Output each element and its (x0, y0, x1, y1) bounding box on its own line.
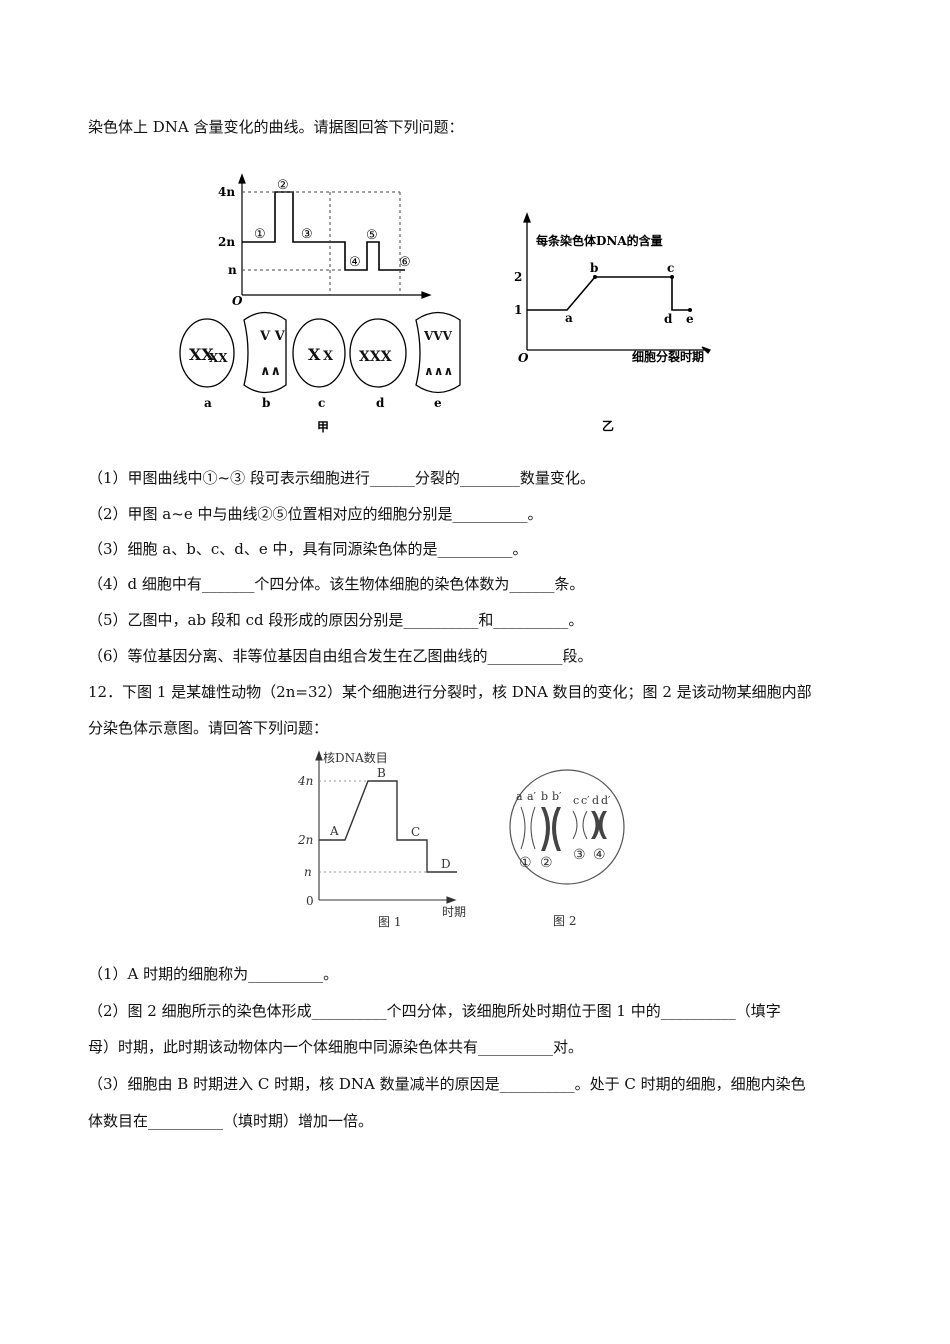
cell-label-d: d (376, 396, 385, 410)
fig1-point-B: B (377, 766, 386, 780)
cell-d (349, 318, 407, 388)
fig2-b-prime: b′ (552, 790, 562, 803)
yi-y-1: 1 (514, 303, 522, 317)
jia-origin: O (232, 294, 243, 308)
svg-text:XX: XX (189, 345, 214, 364)
fig1-y-2n: 2n (297, 833, 313, 847)
fig1-point-C: C (411, 825, 420, 839)
cell-label-c: c (318, 396, 325, 410)
cell-a (179, 318, 235, 388)
fig1-caption: 图 1 (378, 915, 401, 929)
svg-text:V V: V V (259, 329, 286, 344)
jia-y-4n: 4n (218, 185, 235, 199)
jia-mark-3: ③ (301, 227, 313, 242)
fig1-point-D: D (441, 857, 451, 871)
yi-point-c: c (667, 261, 674, 275)
fig2-c: c (573, 794, 579, 807)
fig2-a: a (516, 790, 523, 803)
q11-3: （3）细胞 a、b、c、d、e 中，具有同源染色体的是__________。 (88, 540, 528, 558)
yi-origin: O (518, 351, 529, 365)
cell-label-b: b (262, 396, 270, 410)
fig2-num-2: ② (540, 855, 553, 871)
fig1-point-A: A (329, 824, 339, 838)
fig1-y-n: n (304, 865, 312, 879)
fig2-b: b (541, 790, 548, 803)
cell-e (415, 311, 461, 394)
q12-stem-1: 12．下图 1 是某雄性动物（2n=32）某个细胞进行分裂时，核 DNA 数目的… (88, 683, 812, 701)
jia-y-n: n (228, 263, 237, 277)
q12-2b: 母）时期，此时期该动物体内一个体细胞中同源染色体共有__________对。 (88, 1038, 584, 1056)
fig1-x-title: 时期 (442, 905, 466, 919)
svg-text:VVV: VVV (423, 329, 453, 343)
fig1-y-4n: 4n (297, 774, 313, 788)
cell-label-a: a (204, 396, 212, 410)
q11-2: （2）甲图 a~e 中与曲线②⑤位置相对应的细胞分别是__________。 (88, 505, 543, 523)
fig1-y-title: 核DNA数目 (323, 750, 388, 765)
figure-1: 核DNA数目 4n 2n n 0 A B C D 时期 图 1 (297, 750, 466, 929)
fig2-num-3: ③ (573, 847, 586, 863)
fig2-num-1: ① (519, 855, 532, 871)
jia-caption: 甲 (317, 420, 329, 434)
fig2-d: d (592, 794, 599, 807)
svg-text:∧∧: ∧∧ (260, 364, 281, 379)
svg-text:X: X (308, 345, 321, 364)
yi-caption: 乙 (602, 419, 614, 433)
q12-1: （1）A 时期的细胞称为__________。 (88, 965, 339, 983)
q11-1: （1）甲图曲线中①~③ 段可表示细胞进行______分裂的________数量变… (88, 469, 595, 487)
fig2-cell (509, 769, 625, 885)
yi-point-d: d (664, 312, 673, 326)
q12-stem-2: 分染色体示意图。请回答下列问题： (88, 719, 329, 737)
fig2-d-prime: d′ (601, 794, 611, 807)
jia-mark-1: ① (254, 227, 266, 242)
fig2-a-prime: a′ (527, 790, 537, 803)
jia-mark-4: ④ (349, 255, 361, 270)
svg-text:X: X (323, 349, 334, 364)
jia-y-2n: 2n (218, 235, 235, 249)
q12-3a: （3）细胞由 B 时期进入 C 时期，核 DNA 数量减半的原因是_______… (88, 1075, 806, 1093)
cell-b (243, 311, 287, 394)
q11-5: （5）乙图中，ab 段和 cd 段形成的原因分别是__________和____… (88, 611, 584, 629)
yi-y-2: 2 (514, 270, 522, 284)
svg-text:XXX: XXX (359, 349, 392, 365)
yi-y-title: 每条染色体DNA的含量 (536, 233, 663, 248)
fig1-origin: 0 (306, 894, 314, 908)
yi-x-title: 细胞分裂时期 (632, 349, 704, 364)
q12-3b: 体数目在__________（填时期）增加一倍。 (88, 1112, 374, 1130)
fig2-num-4: ④ (593, 847, 606, 863)
jia-mark-6: ⑥ (399, 255, 411, 270)
q12-2a: （2）图 2 细胞所示的染色体形成__________个四分体，该细胞所处时期位… (88, 1002, 781, 1020)
q11-6: （6）等位基因分离、非等位基因自由组合发生在乙图曲线的__________段。 (88, 647, 593, 665)
fig2-caption: 图 2 (553, 914, 576, 928)
cell-label-e: e (434, 396, 442, 410)
figure-2: a a′ b b′ c c′ d d′ ① ② ③ ④ 图 2 (509, 769, 625, 928)
jia-mark-5: ⑤ (366, 228, 378, 243)
yi-point-b: b (590, 261, 598, 275)
yi-point-a: a (565, 311, 573, 325)
intro-text: 染色体上 DNA 含量变化的曲线。请据图回答下列问题： (88, 118, 464, 136)
figure-yi: 每条染色体DNA的含量 2 1 O a b c d e 细胞分裂时期 乙 (514, 212, 711, 433)
svg-text:XX: XX (209, 351, 228, 365)
svg-text:∧∧∧: ∧∧∧ (424, 364, 453, 378)
fig2-c-prime: c′ (581, 794, 590, 807)
yi-point-e: e (686, 312, 694, 326)
jia-mark-2: ② (277, 178, 289, 193)
q11-4: （4）d 细胞中有_______个四分体。该生物体细胞的染色体数为______条… (88, 575, 585, 593)
cell-c (292, 318, 346, 388)
